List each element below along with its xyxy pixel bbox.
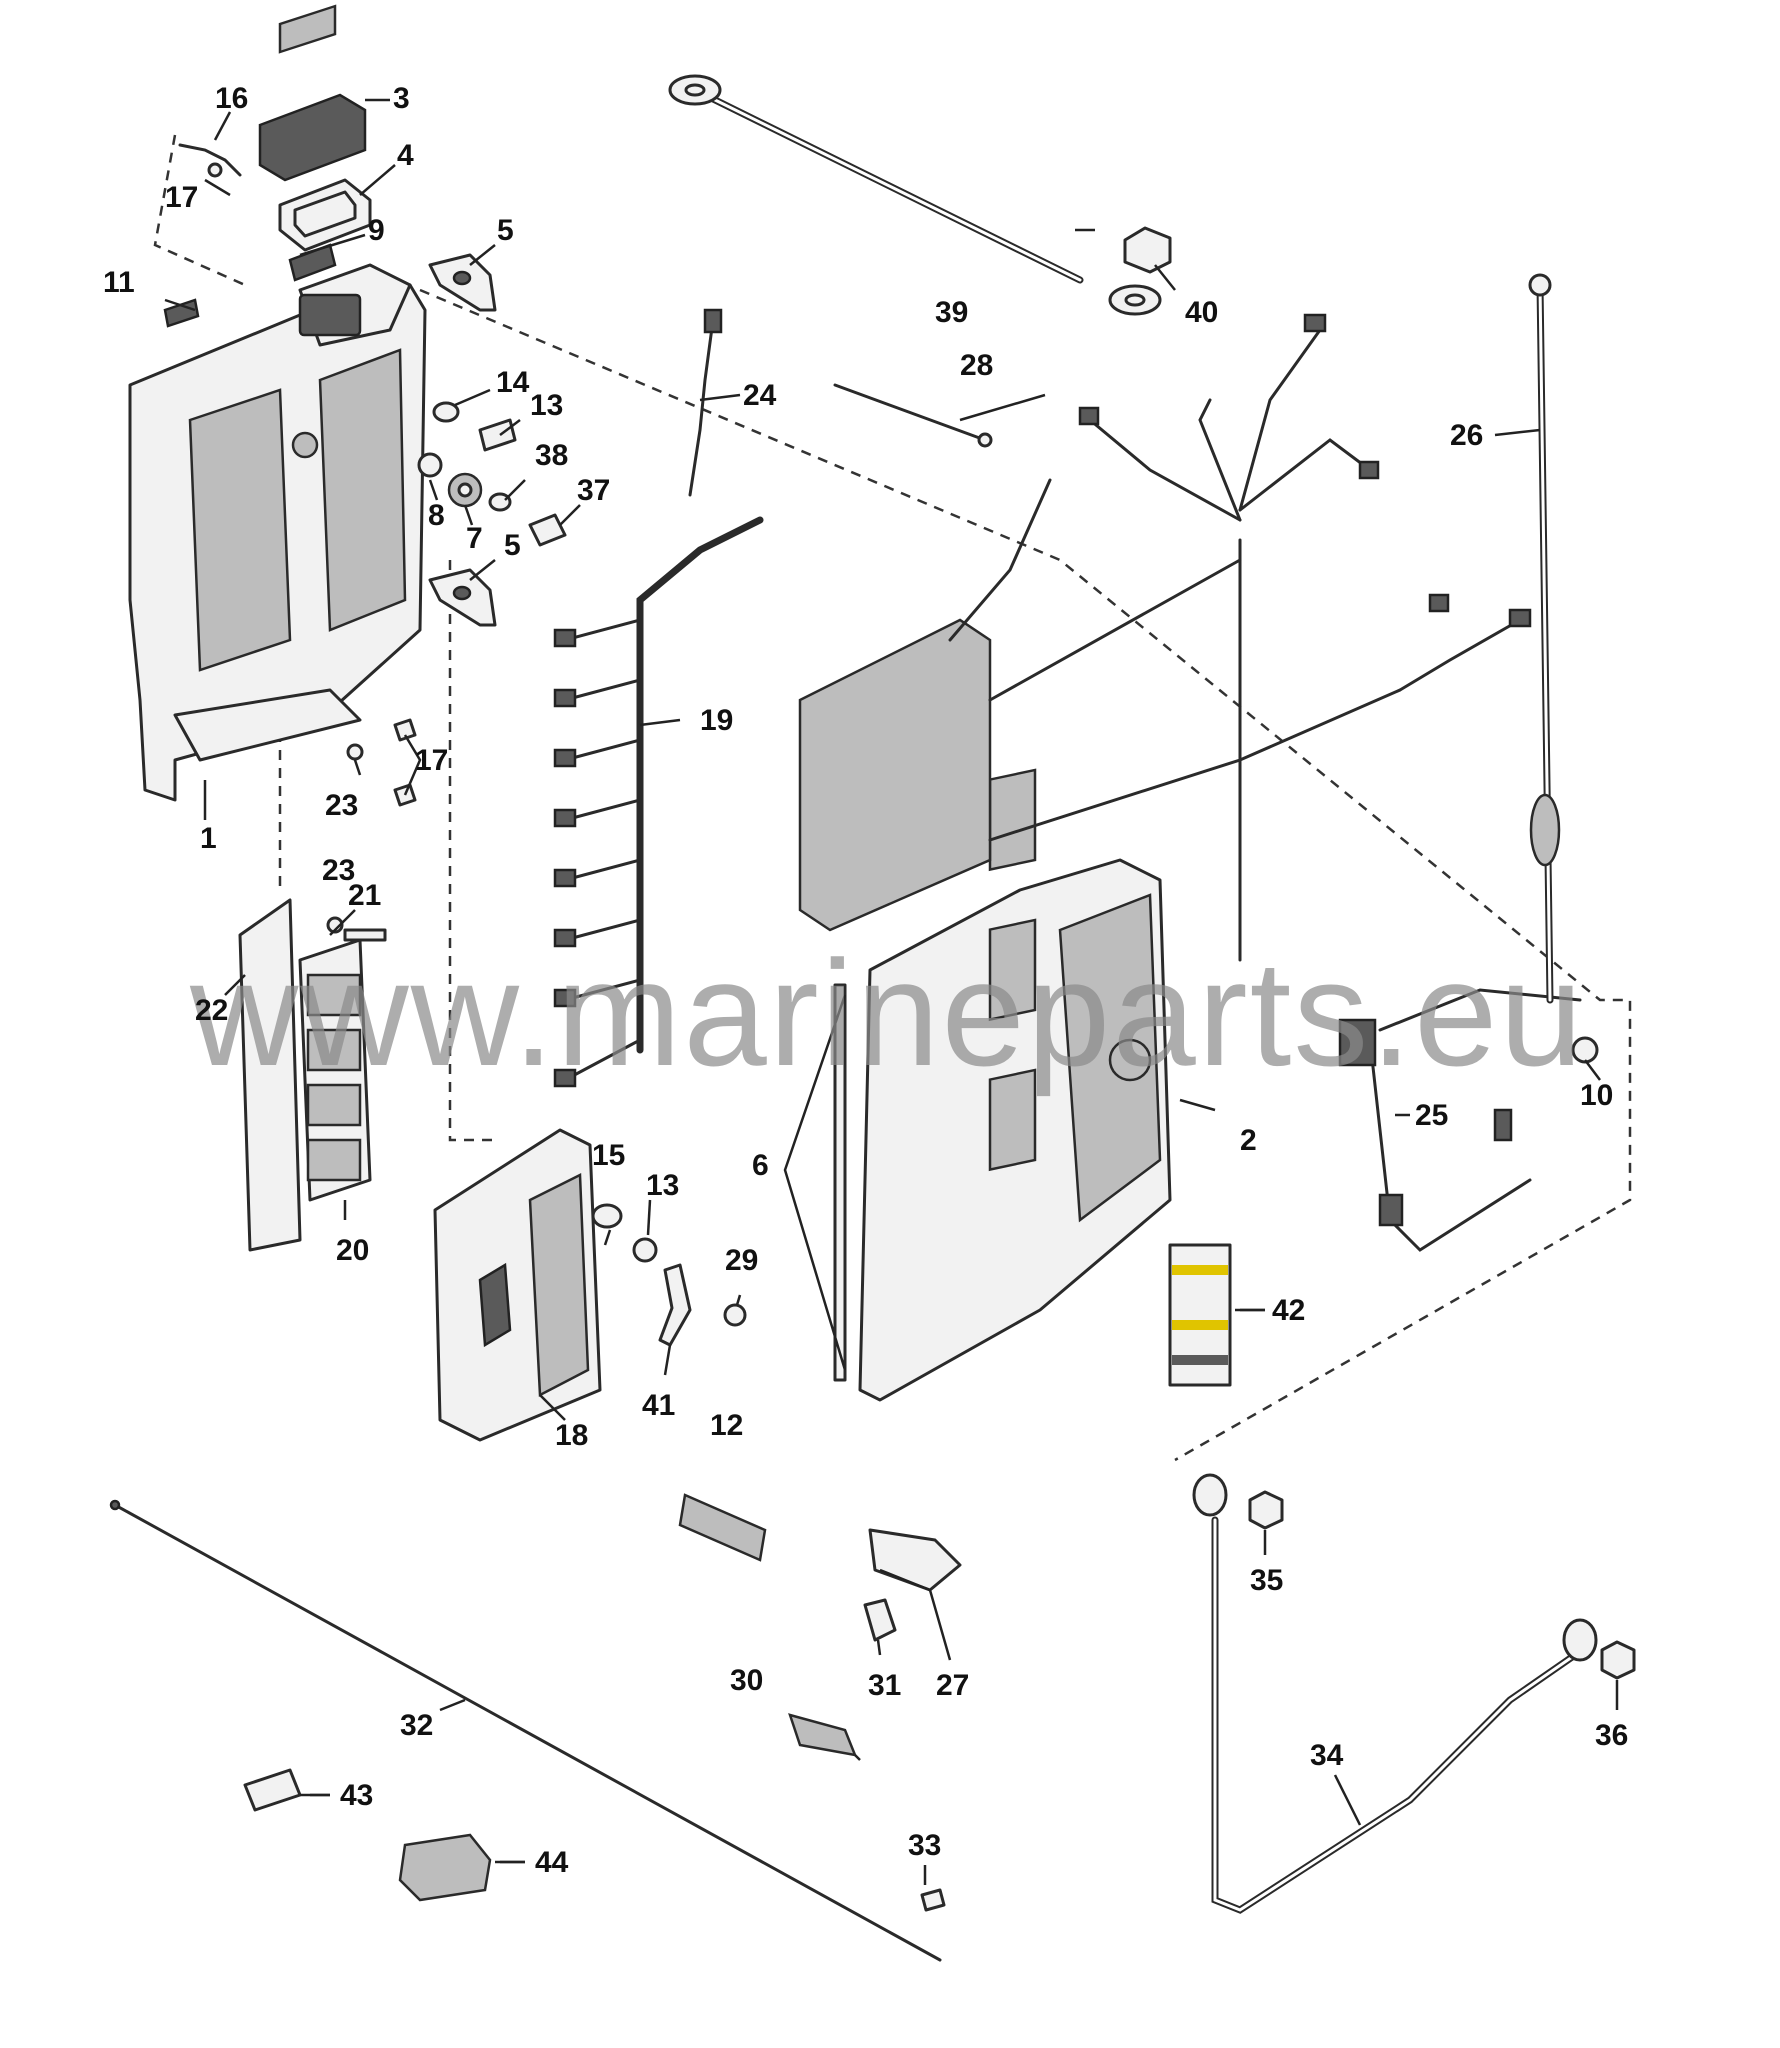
part-21-label <box>343 928 387 942</box>
part-4-gasket <box>278 178 372 252</box>
callout-19: 19 <box>700 704 733 737</box>
callout-5-bottom: 5 <box>504 529 521 562</box>
part-20-relay-module <box>298 938 372 1202</box>
callout-22: 22 <box>195 994 228 1027</box>
callout-labels: 16 3 4 17 9 5 11 39 40 28 14 13 24 26 38… <box>103 82 1628 1879</box>
part-34-ground-cable <box>1192 1473 1598 1914</box>
callout-40: 40 <box>1185 296 1218 329</box>
part-5-mount-plate-top <box>428 253 497 312</box>
part-12-sleeve <box>678 1493 767 1562</box>
callout-21: 21 <box>348 879 381 912</box>
callout-16: 16 <box>215 82 248 115</box>
callout-30: 30 <box>730 1664 763 1697</box>
callout-8: 8 <box>428 499 445 532</box>
part-8-bushing <box>417 452 443 478</box>
callout-26: 26 <box>1450 419 1483 452</box>
watermark-text: www.marineparts.eu <box>189 929 1585 1097</box>
callout-29: 29 <box>725 1244 758 1277</box>
part-23-clip-bottom <box>326 916 344 934</box>
part-13-screw-bottom <box>632 1237 658 1263</box>
part-23-clip-top <box>346 743 364 761</box>
part-38-washer <box>488 492 512 512</box>
callout-34: 34 <box>1310 1739 1344 1772</box>
callout-23-top: 23 <box>325 789 358 822</box>
part-44-connector <box>398 1833 492 1902</box>
callout-3: 3 <box>393 82 410 115</box>
part-43-sensor <box>243 1768 302 1812</box>
callout-24: 24 <box>743 379 777 412</box>
part-25-lead-assembly <box>1338 988 1582 1252</box>
part-19-wiring-harness <box>553 516 764 1088</box>
callout-1: 1 <box>200 822 217 855</box>
main-harness-assembly <box>798 313 1532 962</box>
part-37-screw <box>528 513 567 547</box>
part-35-nut <box>1248 1490 1284 1530</box>
callout-dashes <box>310 1308 1265 1864</box>
part-30-connector <box>788 1713 857 1757</box>
part-24-sensor-lead <box>688 308 723 497</box>
part-26-cable <box>1528 273 1561 1004</box>
part-5-mount-plate-bottom <box>428 568 497 627</box>
part-41-bracket <box>658 1263 692 1347</box>
callout-2: 2 <box>1240 1124 1257 1157</box>
callout-27: 27 <box>936 1669 969 1702</box>
part-32-cable <box>109 1499 942 1962</box>
callout-31: 31 <box>868 1669 901 1702</box>
callout-35: 35 <box>1250 1564 1283 1597</box>
part-31-clip <box>863 1598 897 1642</box>
callout-14: 14 <box>496 366 530 399</box>
callout-13-bottom: 13 <box>646 1169 679 1202</box>
part-3-fuse-block <box>258 4 367 182</box>
part-14-washer <box>432 401 460 423</box>
part-11-clip <box>163 298 200 328</box>
callout-12: 12 <box>710 1409 743 1442</box>
part-18-ecm <box>433 1128 602 1442</box>
part-28-cable-tie <box>833 383 993 448</box>
callout-18: 18 <box>555 1419 588 1452</box>
part-33-clip <box>920 1888 946 1912</box>
callout-9: 9 <box>368 214 385 247</box>
callout-39: 39 <box>935 296 968 329</box>
part-29-screw <box>723 1303 747 1327</box>
part-27-connector <box>868 1528 962 1592</box>
part-16-17-wire-terminal <box>178 143 242 178</box>
callout-23-bottom: 23 <box>322 854 355 887</box>
callout-17-bottom: 17 <box>415 744 448 777</box>
part-2-electrical-cover <box>858 768 1172 1402</box>
callout-32: 32 <box>400 1709 433 1742</box>
callout-42: 42 <box>1272 1294 1305 1327</box>
callout-13-top: 13 <box>530 389 563 422</box>
part-6-strip <box>833 983 847 1382</box>
callout-11: 11 <box>103 266 135 299</box>
callout-44: 44 <box>535 1846 569 1879</box>
part-39-battery-cable <box>668 74 1162 316</box>
callout-37: 37 <box>577 474 610 507</box>
callout-25: 25 <box>1415 1099 1448 1132</box>
callout-17-top: 17 <box>165 181 198 214</box>
callout-7: 7 <box>466 522 483 555</box>
callout-20: 20 <box>336 1234 369 1267</box>
callout-4: 4 <box>397 139 414 172</box>
callout-5-top: 5 <box>497 214 514 247</box>
part-22-rail <box>238 898 302 1252</box>
callout-43: 43 <box>340 1779 373 1812</box>
callout-10: 10 <box>1580 1079 1613 1112</box>
callout-38: 38 <box>535 439 568 472</box>
leader-lines <box>164 98 1619 1885</box>
part-13-screw-top <box>478 418 517 452</box>
part-1-electrical-bracket <box>128 263 427 802</box>
part-36-nut <box>1600 1640 1636 1680</box>
part-40-nut <box>1123 226 1172 274</box>
callout-15: 15 <box>592 1139 625 1172</box>
part-42-decal <box>1168 1243 1232 1387</box>
callout-33: 33 <box>908 1829 941 1862</box>
callout-28: 28 <box>960 349 993 382</box>
callout-41: 41 <box>642 1389 675 1422</box>
callout-6: 6 <box>752 1149 769 1182</box>
part-15-washer <box>591 1203 623 1229</box>
part-7-grommet <box>447 472 483 508</box>
callout-36: 36 <box>1595 1719 1628 1752</box>
